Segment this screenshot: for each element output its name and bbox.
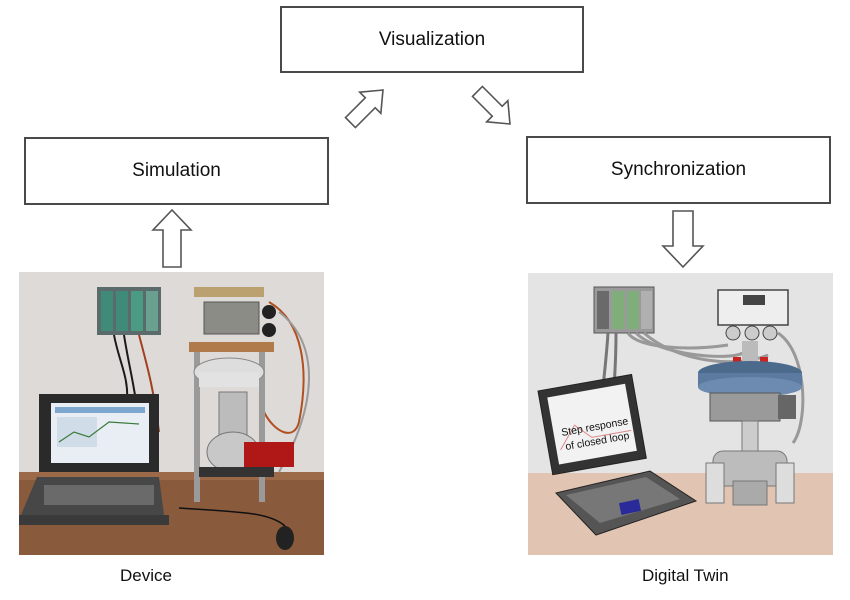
arrow-simulation-to-visualization xyxy=(344,89,384,129)
simulation-box: Simulation xyxy=(24,137,329,205)
visualization-label: Visualization xyxy=(378,28,486,50)
synchronization-box: Synchronization xyxy=(526,136,831,204)
simulation-label: Simulation xyxy=(132,160,221,181)
device-caption: Device xyxy=(120,566,172,585)
arrow-up-device-to-simulation xyxy=(151,208,193,268)
visualization-box: Visualization xyxy=(280,6,584,73)
digital-twin-illustration: Step response of closed loop xyxy=(528,273,833,555)
device-photo xyxy=(19,272,324,555)
arrow-visualization-to-synchronization xyxy=(471,85,511,125)
synchronization-label: Synchronization xyxy=(610,159,747,180)
digital-twin-caption: Digital Twin xyxy=(642,566,729,585)
arrow-down-synchronization-to-twin xyxy=(661,210,705,269)
